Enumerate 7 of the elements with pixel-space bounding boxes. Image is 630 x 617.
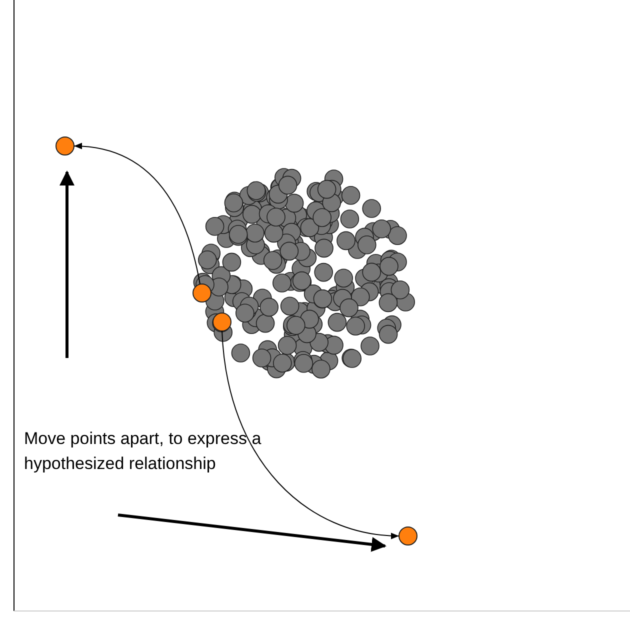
curved-arrow (74, 143, 200, 284)
highlighted-point (212, 312, 232, 332)
annotation-text: Move points apart, to express a hypothesized relationship (24, 428, 262, 475)
highlighted-point (56, 136, 74, 156)
curved-arrow (222, 330, 400, 539)
highlighted-point (398, 526, 418, 546)
highlighted-point (192, 284, 212, 302)
